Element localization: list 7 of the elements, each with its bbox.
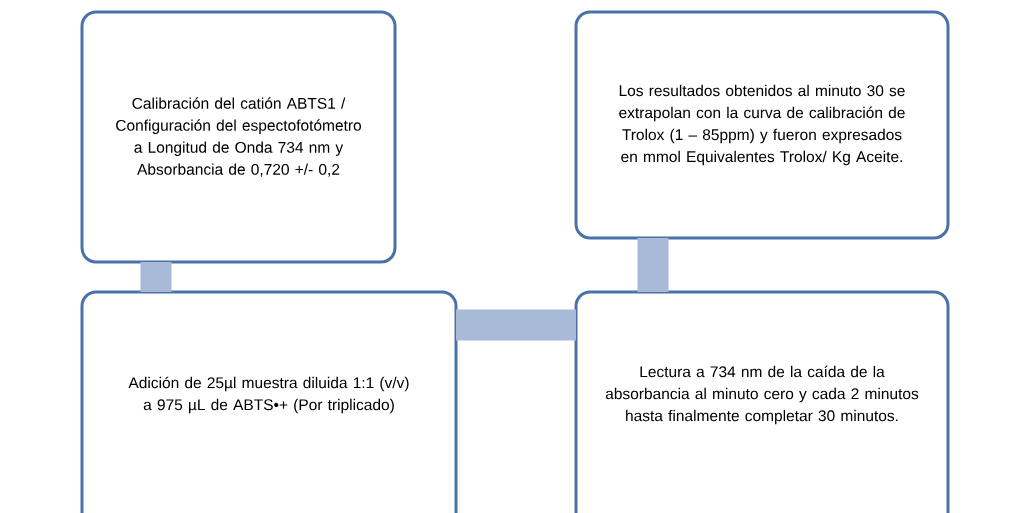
process-box: Calibración del catión ABTS1 / Configuración del espectofotómetro a Longitud de Onda 734 nm y Absorbancia de 0,720 +/- 0,2 <box>80 10 397 264</box>
process-box: Los resultados obtenidos al minuto 30 se extrapolan con la curva de calibración de Trolox (1 – 85ppm) y fueron expresados en mmol Equivalentes Trolox/ Kg Aceite. <box>574 10 950 240</box>
process-box: Lectura a 734 nm de la caída de la absorbancia al minuto cero y cada 2 minutos hasta finalmente completar 30 minutos. <box>574 290 950 513</box>
process-box: Adición de 25µl muestra diluida 1:1 (v/v) a 975 µL de ABTS•+ (Por triplicado) <box>80 290 458 513</box>
connector-bar <box>456 309 576 341</box>
connector-bar <box>637 238 669 292</box>
connector-bar <box>140 262 172 292</box>
